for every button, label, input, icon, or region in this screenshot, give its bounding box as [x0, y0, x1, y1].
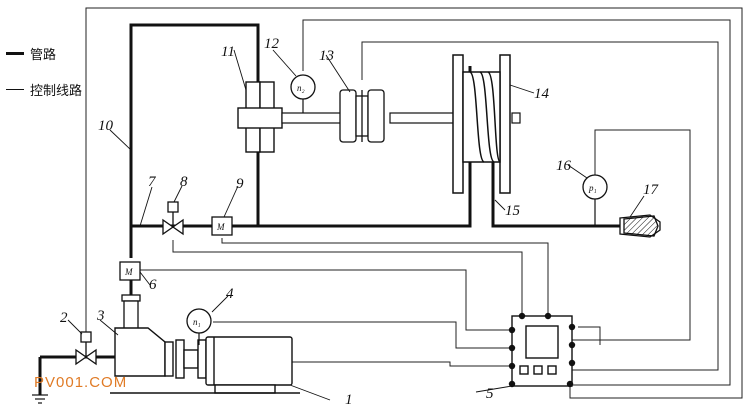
control-lines	[85, 7, 743, 399]
legend-control-label: 控制线路	[30, 84, 83, 99]
control-line-inner	[578, 326, 601, 345]
gauge-4-label: n₁	[193, 317, 201, 327]
controller-terminals	[508, 312, 576, 388]
control-line-valve8	[172, 240, 523, 316]
valve-8	[162, 201, 184, 236]
gauge-12	[290, 74, 316, 113]
valve-6	[119, 261, 141, 281]
valve-9	[211, 216, 233, 236]
label-15: 15	[505, 203, 521, 219]
gauge-16	[582, 174, 608, 226]
legend-pipe: 管路	[6, 44, 56, 63]
control-line-motor1	[292, 361, 512, 367]
label-12: 12	[264, 36, 280, 52]
legend-pipe-swatch	[6, 52, 24, 55]
valve-2	[75, 331, 97, 366]
leader-lines	[67, 49, 645, 401]
control-line-valve6	[140, 269, 512, 331]
component-11	[237, 81, 283, 153]
label-1: 1	[345, 392, 353, 408]
label-4: 4	[226, 286, 234, 302]
gauge-4	[186, 308, 212, 345]
label-8: 8	[180, 174, 188, 190]
ground-symbol	[32, 394, 48, 404]
control-line-valve2-outer	[85, 7, 743, 399]
label-3: 3	[96, 308, 105, 324]
component-5-controller	[511, 315, 573, 387]
valve-9-letter: M	[216, 222, 225, 232]
pipe-to-nozzle-15	[491, 160, 620, 228]
label-5: 5	[486, 386, 494, 402]
legend-pipe-label: 管路	[30, 48, 57, 63]
valve-6-letter: M	[124, 267, 133, 277]
label-17: 17	[643, 182, 660, 198]
label-14: 14	[534, 86, 550, 102]
label-10: 10	[98, 118, 114, 134]
gauge-12-label: n₂	[297, 83, 305, 93]
label-6: 6	[149, 277, 157, 293]
gauge-16-label: p₁	[588, 183, 597, 193]
label-7: 7	[148, 174, 157, 190]
label-13: 13	[319, 48, 334, 64]
pump-outlet-flange	[121, 294, 141, 330]
component-3-pump	[114, 327, 207, 379]
pipe-main-vertical-10	[129, 23, 260, 258]
control-line-valve9	[221, 238, 549, 316]
label-16: 16	[556, 158, 572, 174]
control-line-gauge4	[213, 321, 512, 349]
legend-control: 控制线路	[6, 80, 82, 99]
component-13-coupling	[339, 89, 385, 143]
label-2: 2	[60, 310, 68, 326]
legend-control-swatch	[6, 89, 24, 90]
component-17-nozzle	[619, 214, 661, 238]
label-9: 9	[236, 176, 244, 192]
label-11: 11	[221, 44, 235, 60]
component-1-motor	[205, 336, 293, 394]
watermark: PV001.COM	[34, 374, 128, 391]
component-14-drum	[452, 54, 511, 194]
